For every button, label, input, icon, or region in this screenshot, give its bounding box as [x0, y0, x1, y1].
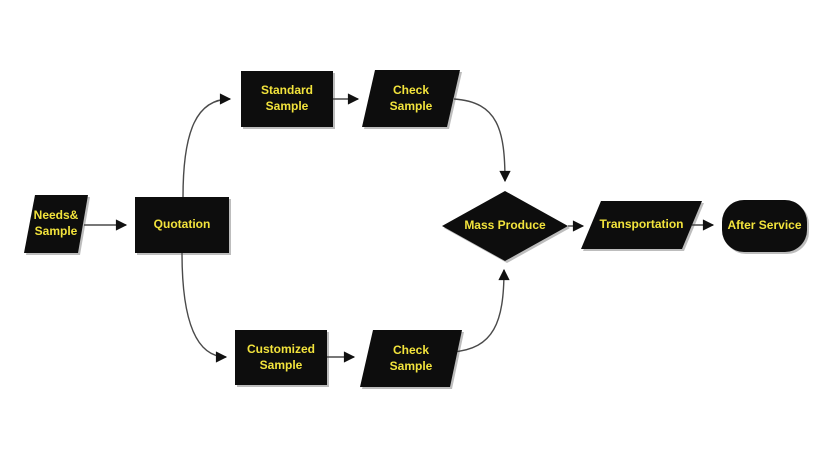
node-mass-produce [442, 191, 568, 261]
nodes [24, 70, 807, 387]
node-transportation [581, 201, 702, 249]
edge-check-top-to-mass-produce [453, 98, 511, 183]
edges [84, 93, 715, 363]
node-check-sample-top [362, 70, 460, 127]
node-needs-sample [24, 195, 88, 253]
node-after-service [722, 200, 807, 252]
node-customized-sample [235, 330, 327, 385]
node-standard-sample [241, 71, 333, 127]
edge-check-bottom-to-mass-produce [451, 268, 510, 353]
node-check-sample-bottom [360, 330, 462, 387]
edge-quotation-to-customized [181, 252, 228, 363]
edge-quotation-to-standard [182, 93, 232, 198]
node-quotation [135, 197, 229, 253]
